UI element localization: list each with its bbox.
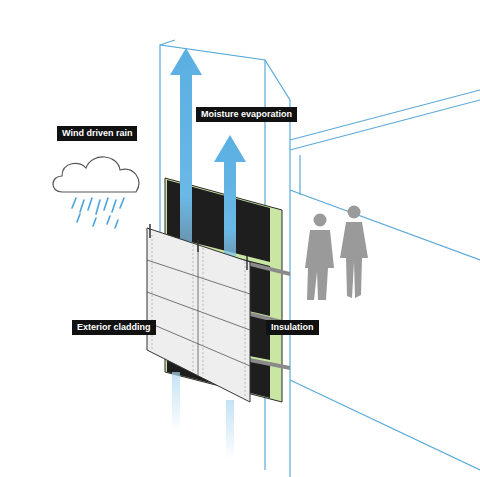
tag-text: Insulation: [271, 322, 314, 333]
support-rails: [250, 262, 290, 370]
label-tag: Wind driven rain: [57, 126, 137, 141]
label-tag: Moisture evaporation: [196, 107, 297, 122]
tag-text: Wind driven rain: [62, 128, 132, 139]
tag-text: Exterior cladding: [77, 322, 151, 333]
label-tag: Insulation: [266, 320, 319, 335]
cloud-icon: [53, 157, 139, 192]
evaporation-arrows: [170, 48, 246, 270]
rain-streaks: [72, 198, 124, 228]
drainage-fade: [172, 372, 234, 460]
people-silhouettes: [305, 206, 368, 301]
tag-text: Moisture evaporation: [201, 109, 292, 120]
exterior-cladding: [147, 224, 250, 402]
label-tag: Exterior cladding: [72, 320, 156, 335]
